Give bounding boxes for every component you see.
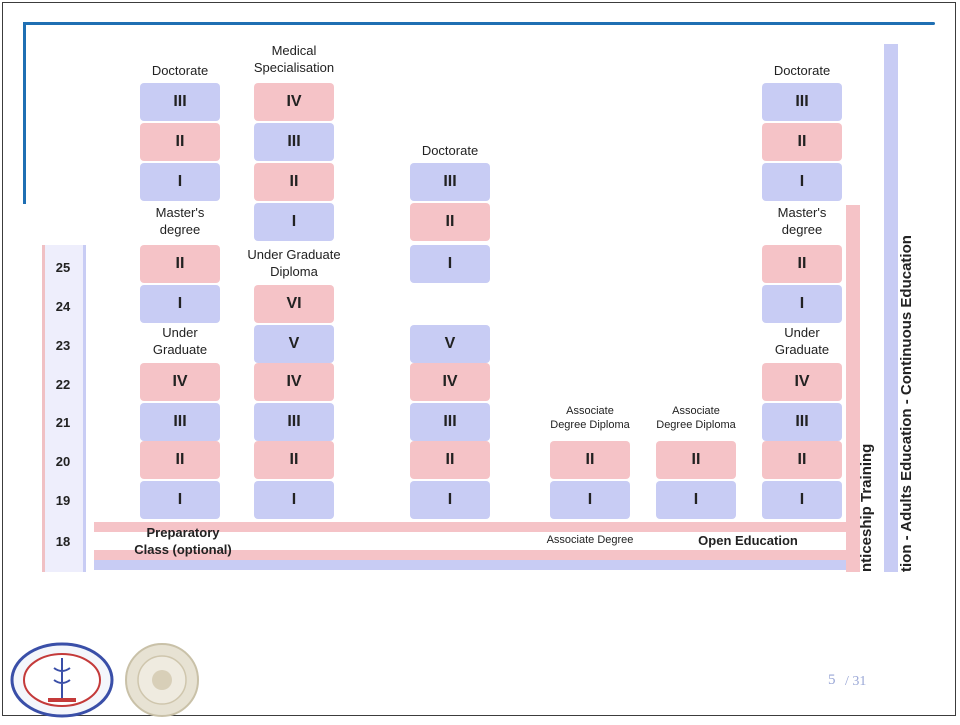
level-box: II	[140, 441, 220, 479]
level-box: I	[656, 481, 736, 519]
level-box: III	[140, 83, 220, 121]
level-box: V	[254, 325, 334, 363]
age-label: 18	[55, 534, 71, 549]
age-label: 25	[55, 260, 71, 275]
continuous-education-label: tion - Adults Education - Continuous Edu…	[898, 235, 915, 572]
strip-blue	[94, 560, 846, 570]
level-label: Doctorate	[421, 143, 479, 158]
level-box: VI	[254, 285, 334, 323]
level-box: III	[140, 403, 220, 441]
level-box: II	[656, 441, 736, 479]
page-total: / 31	[845, 674, 867, 689]
slide-frame	[2, 2, 956, 716]
level-box: I	[762, 163, 842, 201]
level-box: II	[140, 123, 220, 161]
level-box: I	[550, 481, 630, 519]
level-box: III	[410, 163, 490, 201]
level-box: I	[254, 481, 334, 519]
level-box: II	[762, 123, 842, 161]
level-label: Doctorate	[151, 63, 209, 78]
level-box: IV	[254, 83, 334, 121]
apprenticeship-bar	[846, 205, 860, 572]
level-box: IV	[410, 363, 490, 401]
age-label: 24	[55, 299, 71, 314]
strip-pink-2	[94, 550, 846, 560]
age-label: 19	[55, 493, 71, 508]
level-label: Under Graduate	[774, 325, 830, 357]
open-education-label: Open Education	[698, 533, 798, 548]
level-box: I	[762, 285, 842, 323]
level-box: IV	[254, 363, 334, 401]
level-box: III	[254, 123, 334, 161]
level-box: I	[762, 481, 842, 519]
level-box: II	[140, 245, 220, 283]
level-box: I	[140, 163, 220, 201]
level-box: III	[762, 403, 842, 441]
age-label: 22	[55, 377, 71, 392]
level-label: Doctorate	[773, 63, 831, 78]
level-box: III	[410, 403, 490, 441]
age-label: 23	[55, 338, 71, 353]
level-box: IV	[762, 363, 842, 401]
level-box: III	[254, 403, 334, 441]
level-label: Master's degree	[155, 205, 205, 237]
level-label: Medical Specialisation	[253, 43, 335, 75]
level-box: I	[410, 245, 490, 283]
level-box: II	[762, 441, 842, 479]
level-label: Under Graduate	[152, 325, 208, 357]
level-box: II	[762, 245, 842, 283]
age-label: 20	[55, 454, 71, 469]
associate-degree-label: Associate Degree	[546, 534, 634, 546]
level-label: Associate Degree Diploma	[656, 405, 736, 431]
level-label: Master's degree	[777, 205, 827, 237]
strip-pink	[94, 522, 846, 532]
level-label: Under Graduate Diploma	[247, 247, 341, 279]
level-box: I	[410, 481, 490, 519]
level-box: I	[254, 203, 334, 241]
continuous-education-bar	[884, 44, 898, 572]
level-box: II	[410, 441, 490, 479]
accent-line-top	[25, 22, 935, 25]
level-label: Associate Degree Diploma	[550, 405, 630, 431]
level-box: II	[410, 203, 490, 241]
level-box: II	[254, 441, 334, 479]
preparatory-label: Preparatory Class (optional)	[134, 525, 232, 557]
apprenticeship-label: nticeship Training	[858, 443, 875, 572]
university-seal-icon	[8, 640, 116, 720]
level-box: II	[254, 163, 334, 201]
strip-white	[94, 532, 846, 550]
level-box: IV	[140, 363, 220, 401]
age-label: 21	[55, 415, 71, 430]
level-box: III	[762, 83, 842, 121]
faded-seal-icon	[124, 642, 200, 718]
age-strip	[42, 245, 86, 572]
level-box: II	[550, 441, 630, 479]
page-number: 5	[828, 672, 836, 688]
level-box: I	[140, 285, 220, 323]
level-box: I	[140, 481, 220, 519]
accent-line-left	[23, 22, 26, 204]
level-box: V	[410, 325, 490, 363]
